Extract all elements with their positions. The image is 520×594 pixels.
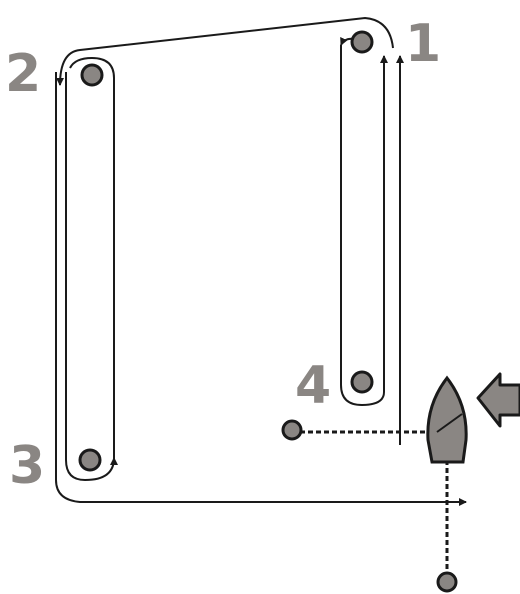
mark-3-label: 3 [9, 436, 46, 496]
finish-buoy [436, 571, 458, 593]
mark-3-buoy [78, 448, 102, 472]
mark-4-buoy [350, 370, 374, 394]
mark-2-label: 2 [5, 44, 42, 104]
boat-icon [426, 375, 468, 464]
course-loop-4-bottom [340, 45, 385, 407]
mark-4-label: 4 [295, 356, 332, 416]
mark-2-buoy [80, 63, 104, 87]
course-leg-3-to-2 [69, 56, 115, 458]
wind-arrow-icon [476, 372, 520, 428]
mark-1-label: 1 [405, 14, 442, 74]
course-leg-2-to-3-outer [55, 72, 467, 506]
course-leg-1-to-2 [56, 16, 394, 86]
mark-1-buoy [350, 30, 374, 54]
pin-end-buoy [281, 419, 303, 441]
course-leg-2-to-3-inner [65, 72, 118, 482]
